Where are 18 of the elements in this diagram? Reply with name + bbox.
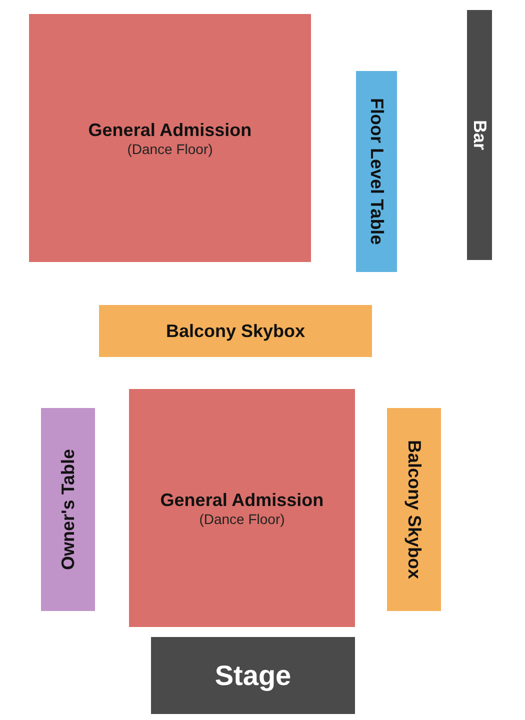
section-label: General Admission: [88, 120, 252, 140]
seating-section: [356, 71, 397, 272]
section-label: Stage: [214, 660, 292, 692]
section-label: Bar: [469, 120, 490, 150]
section-label: General Admission: [160, 490, 324, 510]
seating-section: [29, 14, 311, 262]
bar-area: [467, 10, 492, 260]
seating-section: [129, 389, 355, 627]
section-label: Owner's Table: [58, 449, 78, 570]
section-label: Balcony Skybox: [404, 440, 424, 580]
section-note: (Dance Floor): [127, 140, 213, 156]
seating-section: [387, 408, 441, 611]
section-label: Balcony Skybox: [166, 320, 306, 342]
section-note: (Dance Floor): [199, 510, 285, 526]
stage: [151, 637, 355, 714]
section-label: Floor Level Table: [366, 98, 387, 245]
seating-section: [41, 408, 95, 611]
seating-section: [99, 305, 372, 357]
